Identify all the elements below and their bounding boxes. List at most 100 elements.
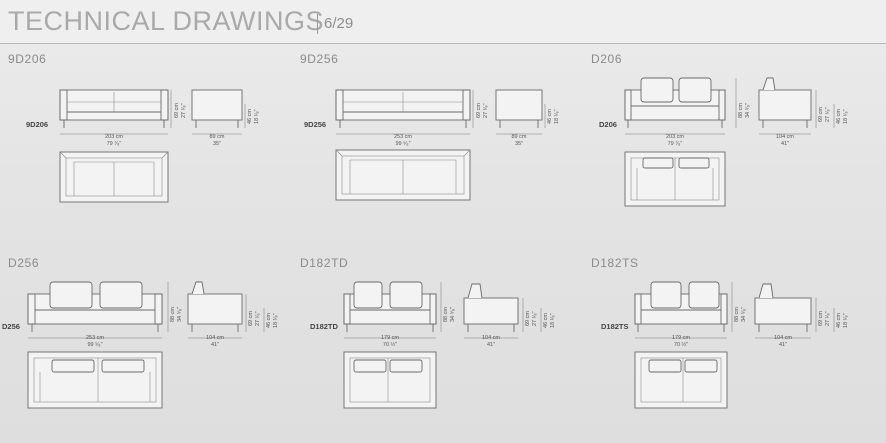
seat2-height-in: 18 ¹⁄₈" <box>843 109 849 124</box>
height-cm: 88 cm <box>734 307 740 322</box>
model-code: D256 <box>2 322 20 331</box>
panel-d206: D206 D206 203 cm 79 ⁷⁄₈" 88 cm 34 ⁵⁄₈" 1… <box>591 52 883 252</box>
panel-d182td: D182TD D182TD 179 cm 70 ½" 88 cm 34 ⁵⁄₈"… <box>300 256 592 443</box>
depth-cm: 89 cm <box>512 134 527 140</box>
top-view <box>59 151 169 203</box>
seat-height-cm: 69 cm <box>248 311 254 326</box>
side-view <box>754 283 812 332</box>
width-cm: 253 cm <box>394 134 412 140</box>
side-view <box>463 283 519 332</box>
depth-cm: 104 cm <box>774 335 792 341</box>
drawing-d256: D256 253 cm 99 ⁵⁄₈" 88 cm 34 ⁵⁄₈" 104 cm… <box>2 281 279 409</box>
top-view <box>343 351 437 409</box>
depth-in: 35" <box>213 141 221 147</box>
seat-height-cm: 69 cm <box>525 311 531 326</box>
height-cm: 88 cm <box>443 307 449 322</box>
side-view <box>187 281 243 332</box>
seat2-height-in: 18 ¹⁄₈" <box>843 313 849 328</box>
width-cm: 203 cm <box>666 134 684 140</box>
seat-height-in: 27 ¹⁄₈" <box>532 311 538 326</box>
panel-d256: D256 D256 253 cm 99 ⁵⁄₈" 88 cm 34 ⁵⁄₈" 1… <box>2 256 300 443</box>
width-cm: 179 cm <box>672 335 690 341</box>
title-divider <box>317 14 318 34</box>
top-view <box>634 351 728 409</box>
seat-height-cm: 46 cm <box>547 109 553 124</box>
model-code: 9D256 <box>304 120 326 129</box>
page-number: 6/29 <box>324 15 354 32</box>
seat2-height-cm: 46 cm <box>836 313 842 328</box>
panel-9d206: 9D206 9D206 203 cm 79 ⁷⁄₈" 69 cm 27 ¹⁄₈"… <box>8 52 300 252</box>
height-in: 34 ⁵⁄₈" <box>449 307 456 322</box>
seat-height-in: 27 ¹⁄₈" <box>825 311 831 326</box>
top-view <box>27 351 163 409</box>
height-cm: 88 cm <box>738 103 744 118</box>
drawing-d182ts: D182TS 179 cm 70 ½" 88 cm 34 ⁵⁄₈" 104 cm… <box>601 281 849 409</box>
drawing-9d206: 9D206 203 cm 79 ⁷⁄₈" 69 cm 27 ¹⁄₈" 89 cm… <box>26 89 260 203</box>
seat2-height-cm: 46 cm <box>836 109 842 124</box>
front-view <box>634 281 728 332</box>
seat2-height-cm: 46 cm <box>543 313 549 328</box>
front-view <box>27 281 163 332</box>
drawing-d182td: D182TD 179 cm 70 ½" 88 cm 34 ⁵⁄₈" 104 cm… <box>310 281 556 409</box>
depth-cm: 104 cm <box>206 335 224 341</box>
height-in: 34 ⁵⁄₈" <box>740 307 747 322</box>
top-view <box>335 149 471 201</box>
front-view <box>624 77 726 128</box>
height-cm: 69 cm <box>174 103 180 118</box>
panel-title: 9D206 <box>8 52 47 66</box>
panel-title: 9D256 <box>300 52 339 66</box>
width-cm: 253 cm <box>86 335 104 341</box>
depth-cm: 104 cm <box>482 335 500 341</box>
depth-in: 41" <box>779 342 787 348</box>
width-in: 99 ⁵⁄₈" <box>395 140 410 147</box>
model-code: D182TD <box>310 322 339 331</box>
page-header: TECHNICAL DRAWINGS 6/29 <box>0 0 886 44</box>
panel-title: D182TS <box>591 256 639 270</box>
width-in: 70 ½" <box>383 341 397 348</box>
depth-cm: 89 cm <box>210 134 225 140</box>
width-in: 79 ⁷⁄₈" <box>668 140 683 147</box>
panel-title: D256 <box>8 256 40 270</box>
side-view <box>758 77 812 128</box>
side-view <box>191 89 243 128</box>
height-in: 27 ¹⁄₈" <box>483 103 489 118</box>
seat-height-in: 27 ¹⁄₈" <box>825 107 831 122</box>
panel-title: D206 <box>591 52 623 66</box>
model-code: 9D206 <box>26 120 48 129</box>
top-view <box>624 151 726 207</box>
model-code: D206 <box>599 120 617 129</box>
height-in: 34 ⁵⁄₈" <box>176 307 183 322</box>
width-cm: 179 cm <box>381 335 399 341</box>
seat2-height-in: 18 ¹⁄₈" <box>273 313 279 328</box>
width-cm: 203 cm <box>105 134 123 140</box>
width-in: 70 ½" <box>674 341 688 348</box>
depth-cm: 104 cm <box>776 134 794 140</box>
seat-height-in: 18 ¹⁄₈" <box>254 109 260 124</box>
panel-title: D182TD <box>300 256 349 270</box>
page-title: TECHNICAL DRAWINGS <box>8 6 325 36</box>
depth-in: 41" <box>211 342 219 348</box>
seat-height-in: 18 ¹⁄₈" <box>554 109 560 124</box>
side-view <box>495 89 543 128</box>
front-view <box>343 281 437 332</box>
seat-height-in: 27 ¹⁄₈" <box>255 311 261 326</box>
panel-9d256: 9D256 9D256 253 cm 99 ⁵⁄₈" 69 cm 27 ¹⁄₈"… <box>300 52 592 252</box>
depth-in: 41" <box>781 141 789 147</box>
seat-height-cm: 69 cm <box>818 311 824 326</box>
width-in: 99 ⁵⁄₈" <box>87 341 102 348</box>
seat-height-cm: 46 cm <box>247 109 253 124</box>
height-in: 27 ¹⁄₈" <box>181 103 187 118</box>
width-in: 79 ⁷⁄₈" <box>107 140 122 147</box>
depth-in: 41" <box>487 342 495 348</box>
seat2-height-in: 18 ¹⁄₈" <box>550 313 556 328</box>
depth-in: 35" <box>515 141 523 147</box>
drawing-d206: D206 203 cm 79 ⁷⁄₈" 88 cm 34 ⁵⁄₈" 104 cm… <box>599 77 849 207</box>
seat-height-cm: 69 cm <box>818 107 824 122</box>
model-code: D182TS <box>601 322 629 331</box>
front-view <box>335 89 471 128</box>
seat2-height-cm: 46 cm <box>266 313 272 328</box>
height-in: 34 ⁵⁄₈" <box>744 103 751 118</box>
front-view <box>59 89 169 128</box>
height-cm: 88 cm <box>170 307 176 322</box>
drawing-9d256: 9D256 253 cm 99 ⁵⁄₈" 69 cm 27 ¹⁄₈" 89 cm… <box>304 89 560 201</box>
